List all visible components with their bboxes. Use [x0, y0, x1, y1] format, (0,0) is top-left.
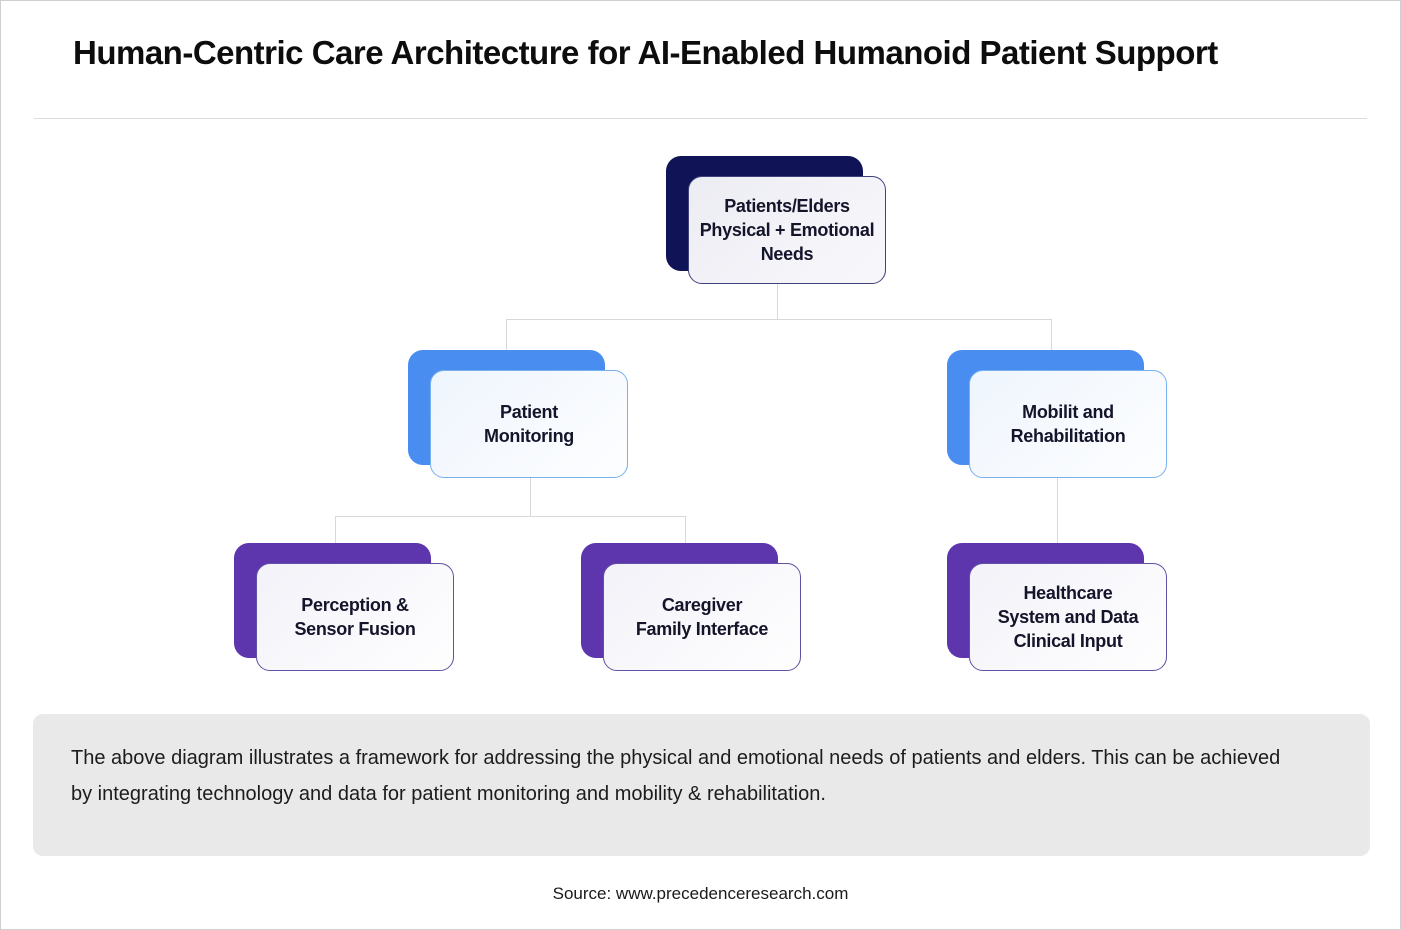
connector-root-stem	[777, 284, 778, 320]
node-perception-sensor-fusion-box: Perception & Sensor Fusion	[256, 563, 454, 671]
connector-drop-caregiver	[685, 516, 686, 544]
node-healthcare-system-data-label: Healthcare System and Data Clinical Inpu…	[997, 583, 1139, 651]
node-patient-monitoring-label: Patient Monitoring	[484, 402, 574, 446]
node-patients-elders-box: Patients/Elders Physical + Emotional Nee…	[688, 176, 886, 284]
node-healthcare-system-data: Healthcare System and Data Clinical Inpu…	[947, 543, 1169, 673]
connector-drop-mobility	[1051, 319, 1052, 351]
description-box: The above diagram illustrates a framewor…	[33, 714, 1370, 856]
node-caregiver-family-interface-label: Caregiver Family Interface	[635, 595, 769, 639]
node-patients-elders-label: Patients/Elders Physical + Emotional Nee…	[699, 196, 875, 264]
title-divider	[34, 118, 1367, 119]
node-mobility-rehabilitation-label: Mobilit and Rehabilitation	[1010, 402, 1126, 446]
node-patient-monitoring-box: Patient Monitoring	[430, 370, 628, 478]
connector-patient-monitoring-stem	[530, 478, 531, 516]
node-healthcare-system-data-box: Healthcare System and Data Clinical Inpu…	[969, 563, 1167, 671]
connector-drop-perception	[335, 516, 336, 544]
connector-level2-horizontal	[506, 319, 1052, 320]
node-mobility-rehabilitation: Mobilit and Rehabilitation	[947, 350, 1169, 480]
connector-drop-patient-monitoring	[506, 319, 507, 351]
node-perception-sensor-fusion-label: Perception & Sensor Fusion	[294, 595, 416, 639]
node-mobility-rehabilitation-box: Mobilit and Rehabilitation	[969, 370, 1167, 478]
source-attribution: Source: www.precedenceresearch.com	[552, 884, 849, 903]
node-perception-sensor-fusion: Perception & Sensor Fusion	[234, 543, 456, 673]
node-caregiver-family-interface-box: Caregiver Family Interface	[603, 563, 801, 671]
node-caregiver-family-interface: Caregiver Family Interface	[581, 543, 803, 673]
node-patients-elders: Patients/Elders Physical + Emotional Nee…	[666, 156, 888, 286]
connector-level3-horizontal	[335, 516, 686, 517]
node-patient-monitoring: Patient Monitoring	[408, 350, 630, 480]
page-title: Human-Centric Care Architecture for AI-E…	[73, 34, 1218, 71]
connector-mobility-healthcare	[1057, 478, 1058, 544]
description-text: The above diagram illustrates a framewor…	[71, 747, 1281, 805]
